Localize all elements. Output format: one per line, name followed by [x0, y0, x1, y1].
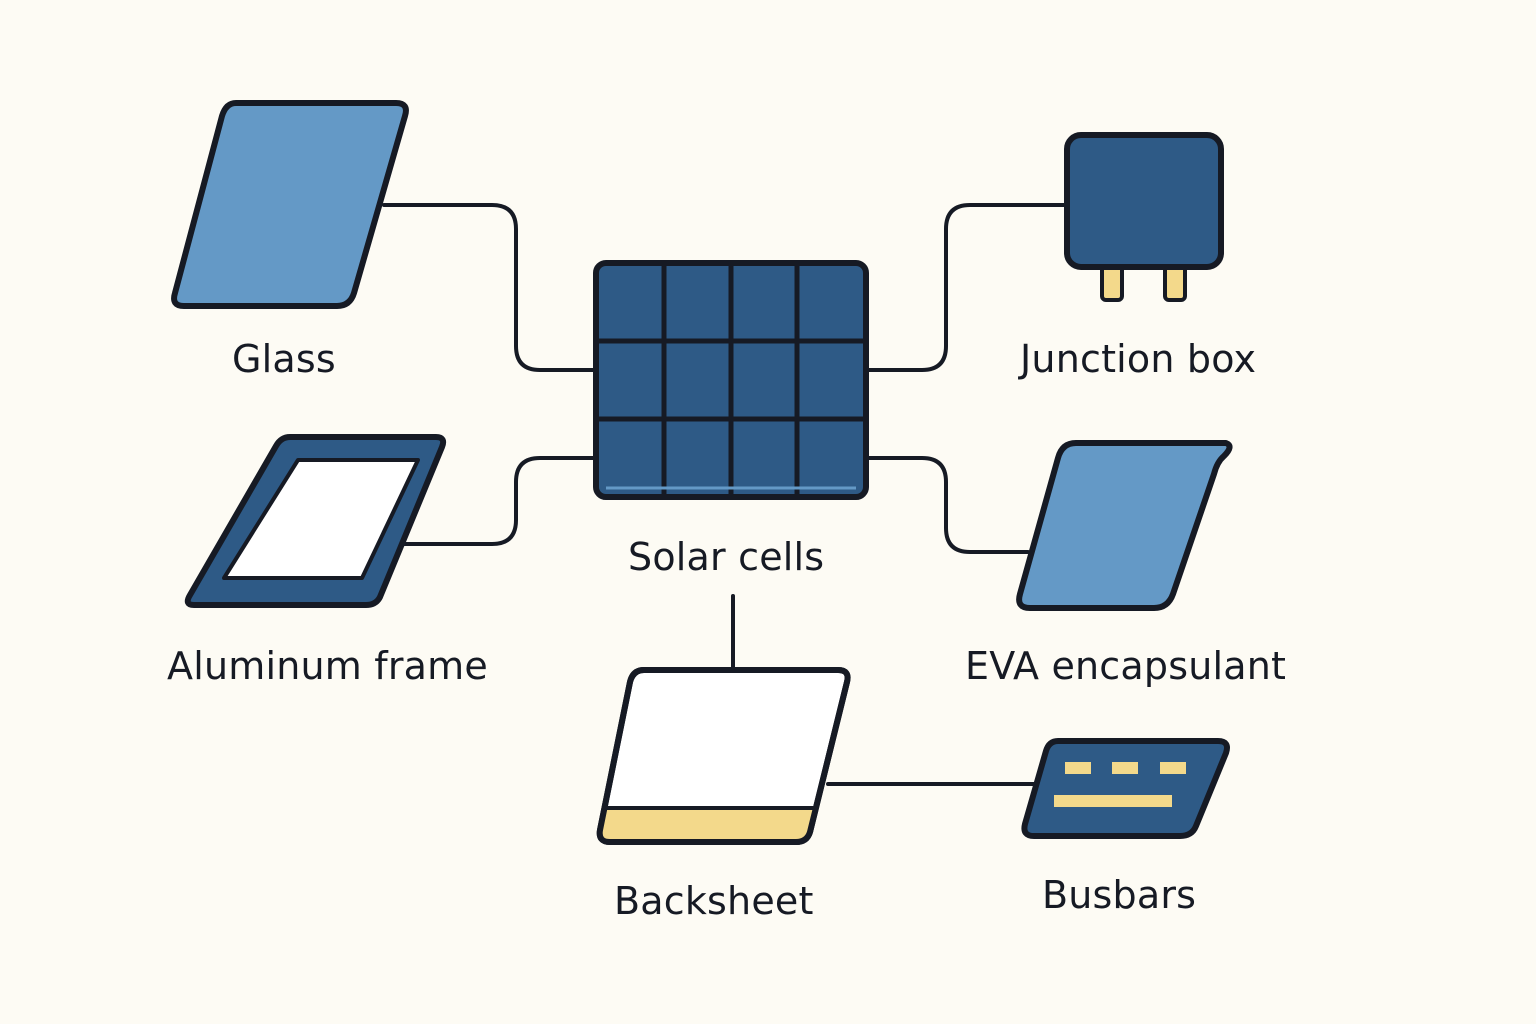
backsheet-sheet-outline: [596, 667, 851, 845]
eva-encapsulant-label: EVA encapsulant: [965, 644, 1287, 688]
aluminum-frame-icon: [184, 434, 447, 608]
busbar-segment-3: [1160, 762, 1186, 774]
busbar-segment-1: [1065, 762, 1091, 774]
busbars-icon: [1021, 738, 1230, 839]
solar-cells-icon: [593, 260, 869, 500]
glass-sheet: [171, 100, 409, 309]
busbar-long-strip: [1054, 795, 1172, 807]
eva-encapsulant-icon: [1016, 440, 1233, 611]
busbars-label: Busbars: [1042, 873, 1197, 917]
backsheet-icon: [596, 667, 851, 845]
junction-box-body: [1064, 132, 1224, 270]
glass-label: Glass: [232, 337, 336, 381]
backsheet-base-layer: [601, 808, 817, 840]
busbars-board: [1021, 738, 1230, 839]
glass-icon: [171, 100, 409, 309]
backsheet-label: Backsheet: [614, 879, 814, 923]
busbar-segment-2: [1112, 762, 1138, 774]
junction-box-icon: [1064, 132, 1224, 302]
solar-cells-label: Solar cells: [628, 535, 825, 579]
frame-inner-opening: [222, 458, 420, 580]
connector-junction-box-to-cells: [864, 203, 1068, 372]
eva-sheet: [1016, 440, 1233, 611]
connector-frame-to-cells: [400, 456, 598, 546]
aluminum-frame-label: Aluminum frame: [167, 644, 488, 688]
connector-glass-to-cells: [382, 203, 598, 372]
connector-eva-to-cells: [864, 456, 1030, 554]
junction-box-label: Junction box: [1020, 337, 1257, 381]
connectors: [382, 203, 1068, 786]
